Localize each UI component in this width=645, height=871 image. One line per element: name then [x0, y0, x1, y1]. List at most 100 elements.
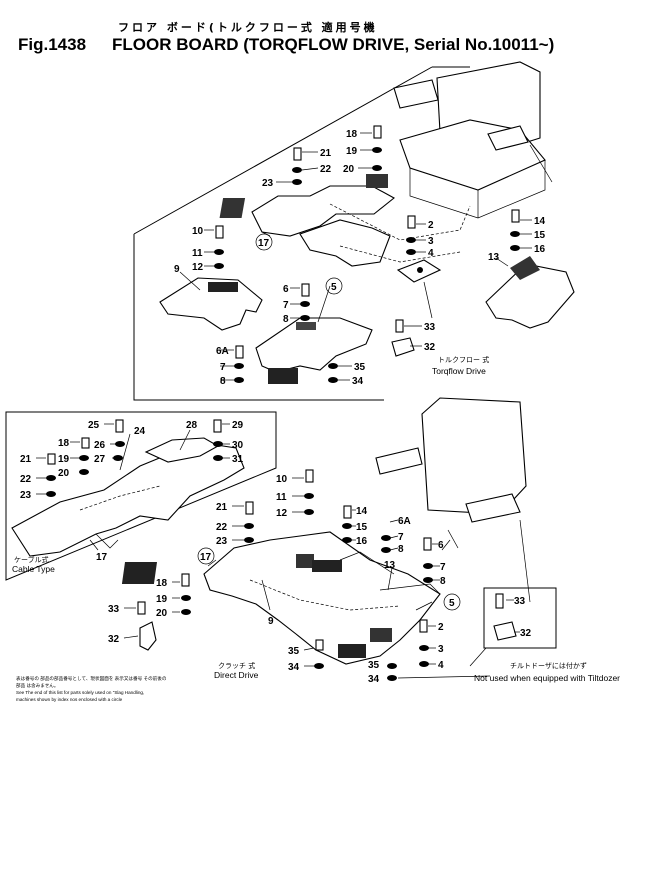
callout: 24 — [134, 426, 146, 437]
bracket-part — [396, 259, 442, 319]
callout: 3 — [428, 236, 434, 247]
callouts-cable: 25 18 26 19 27 24 21 22 20 23 17 28 29 3… — [20, 420, 244, 563]
callout: 8 — [440, 576, 446, 587]
page-title: FLOOR BOARD (TORQFLOW DRIVE, Serial No.1… — [112, 35, 554, 54]
callout: 23 — [262, 178, 274, 189]
caption-cable: Cable Type — [12, 564, 55, 574]
callout: 10 — [192, 226, 204, 237]
callout: 13 — [384, 560, 396, 571]
footnote-line: 表は番号の 部品の部品番号として、現状図面を 表示又は番号 その前後の — [16, 675, 167, 682]
callout: 32 — [424, 342, 436, 353]
floor-plate-center — [255, 317, 373, 384]
callout: 10 — [276, 474, 288, 485]
callout: 35 — [368, 660, 380, 671]
callout: 15 — [356, 522, 368, 533]
callouts-bottom: 10 11 12 21 22 23 17 14 15 16 6A 7 8 6 7… — [108, 474, 532, 685]
direct-drive-assembly: 10 11 12 21 22 23 17 14 15 16 6A 7 8 6 7… — [108, 397, 620, 685]
callout: 17 — [200, 552, 212, 563]
callout: 7 — [398, 532, 404, 543]
outline-edge — [133, 234, 384, 401]
callout: 12 — [192, 262, 204, 273]
leader-lines-bottom — [123, 477, 451, 667]
callout: 28 — [186, 420, 198, 431]
callouts-top: 18 19 20 21 22 23 17 10 11 12 9 6 7 8 5 … — [174, 129, 546, 387]
callout: 12 — [276, 508, 288, 519]
callout: 32 — [520, 628, 532, 639]
callout: 7 — [283, 300, 289, 311]
callout: 31 — [232, 454, 244, 465]
callout: 13 — [488, 252, 500, 263]
callout: 20 — [343, 164, 355, 175]
callout: 8 — [398, 544, 404, 555]
callout-circle — [443, 593, 461, 611]
callout: 11 — [192, 248, 203, 259]
callout: 23 — [216, 536, 228, 547]
callout: 22 — [320, 164, 332, 175]
callout: 16 — [356, 536, 368, 547]
callout: 9 — [268, 616, 274, 627]
callout: 18 — [156, 578, 168, 589]
callout: 21 — [20, 454, 32, 465]
outline-edge — [133, 66, 433, 235]
callout: 6A — [398, 516, 411, 527]
callout: 32 — [108, 634, 120, 645]
callout: 22 — [20, 474, 32, 485]
callout: 21 — [320, 148, 332, 159]
callout: 14 — [534, 216, 546, 227]
footnote-line: See The end of this list for parts solel… — [16, 690, 144, 695]
callout: 2 — [428, 220, 434, 231]
callout: 35 — [354, 362, 366, 373]
leader-lines-cable — [36, 423, 230, 551]
footnote-line: machines shown by index nos enclosed wit… — [16, 697, 123, 702]
footnote-line: 部品 は含みません。 — [16, 682, 58, 689]
callout: 30 — [232, 440, 244, 451]
callout-circle — [197, 547, 215, 565]
callout: 35 — [288, 646, 300, 657]
callout: 19 — [58, 454, 70, 465]
fasteners-cable — [46, 419, 223, 497]
inset-frame — [5, 411, 277, 581]
floor-plate-front — [219, 174, 471, 267]
callout: 20 — [156, 608, 168, 619]
caption-torqflow-japanese: トルクフロー 式 — [438, 355, 489, 364]
callout-circle — [255, 233, 273, 251]
callout: 2 — [438, 622, 444, 633]
fasteners-top — [214, 125, 520, 383]
floor-plate-left — [159, 277, 263, 331]
callout: 33 — [514, 596, 526, 607]
callout: 8 — [220, 376, 226, 387]
callout: 6 — [283, 284, 289, 295]
caption-direct-japanese: クラッチ 式 — [218, 661, 255, 670]
caption-direct: Direct Drive — [214, 670, 259, 680]
callout: 33 — [424, 322, 436, 333]
callout: 4 — [428, 248, 434, 259]
figure-number: Fig.1438 — [18, 35, 86, 54]
callout: 20 — [58, 468, 70, 479]
callout: 16 — [534, 244, 546, 255]
cable-floor-plate — [11, 437, 245, 557]
tiltdozer-inset — [397, 587, 557, 679]
callout: 6A — [216, 346, 229, 357]
operator-seat — [393, 61, 553, 219]
leader-lines-top — [179, 132, 532, 381]
callout: 21 — [216, 502, 228, 513]
callout: 29 — [232, 420, 244, 431]
cable-type-inset: 25 18 26 19 27 24 21 22 20 23 17 28 29 3… — [5, 411, 277, 581]
callout: 25 — [88, 420, 100, 431]
callout: 33 — [108, 604, 120, 615]
callout: 15 — [534, 230, 546, 241]
callout: 17 — [258, 238, 270, 249]
callout: 26 — [94, 440, 106, 451]
callout: 9 — [174, 264, 180, 275]
callout: 6 — [438, 540, 444, 551]
caption-cable-japanese: ケーブル式 — [14, 555, 49, 564]
caption-torqflow: Torqflow Drive — [432, 366, 486, 376]
step-plate-right — [485, 256, 575, 329]
callout: 34 — [288, 662, 300, 673]
callout-circle — [325, 277, 343, 295]
callout: 5 — [331, 282, 337, 293]
callout: 19 — [156, 594, 168, 605]
callout: 27 — [94, 454, 106, 465]
title-japanese: フロア ボード(トルクフロー式 適用号機 — [118, 20, 378, 34]
callout: 17 — [96, 552, 108, 563]
